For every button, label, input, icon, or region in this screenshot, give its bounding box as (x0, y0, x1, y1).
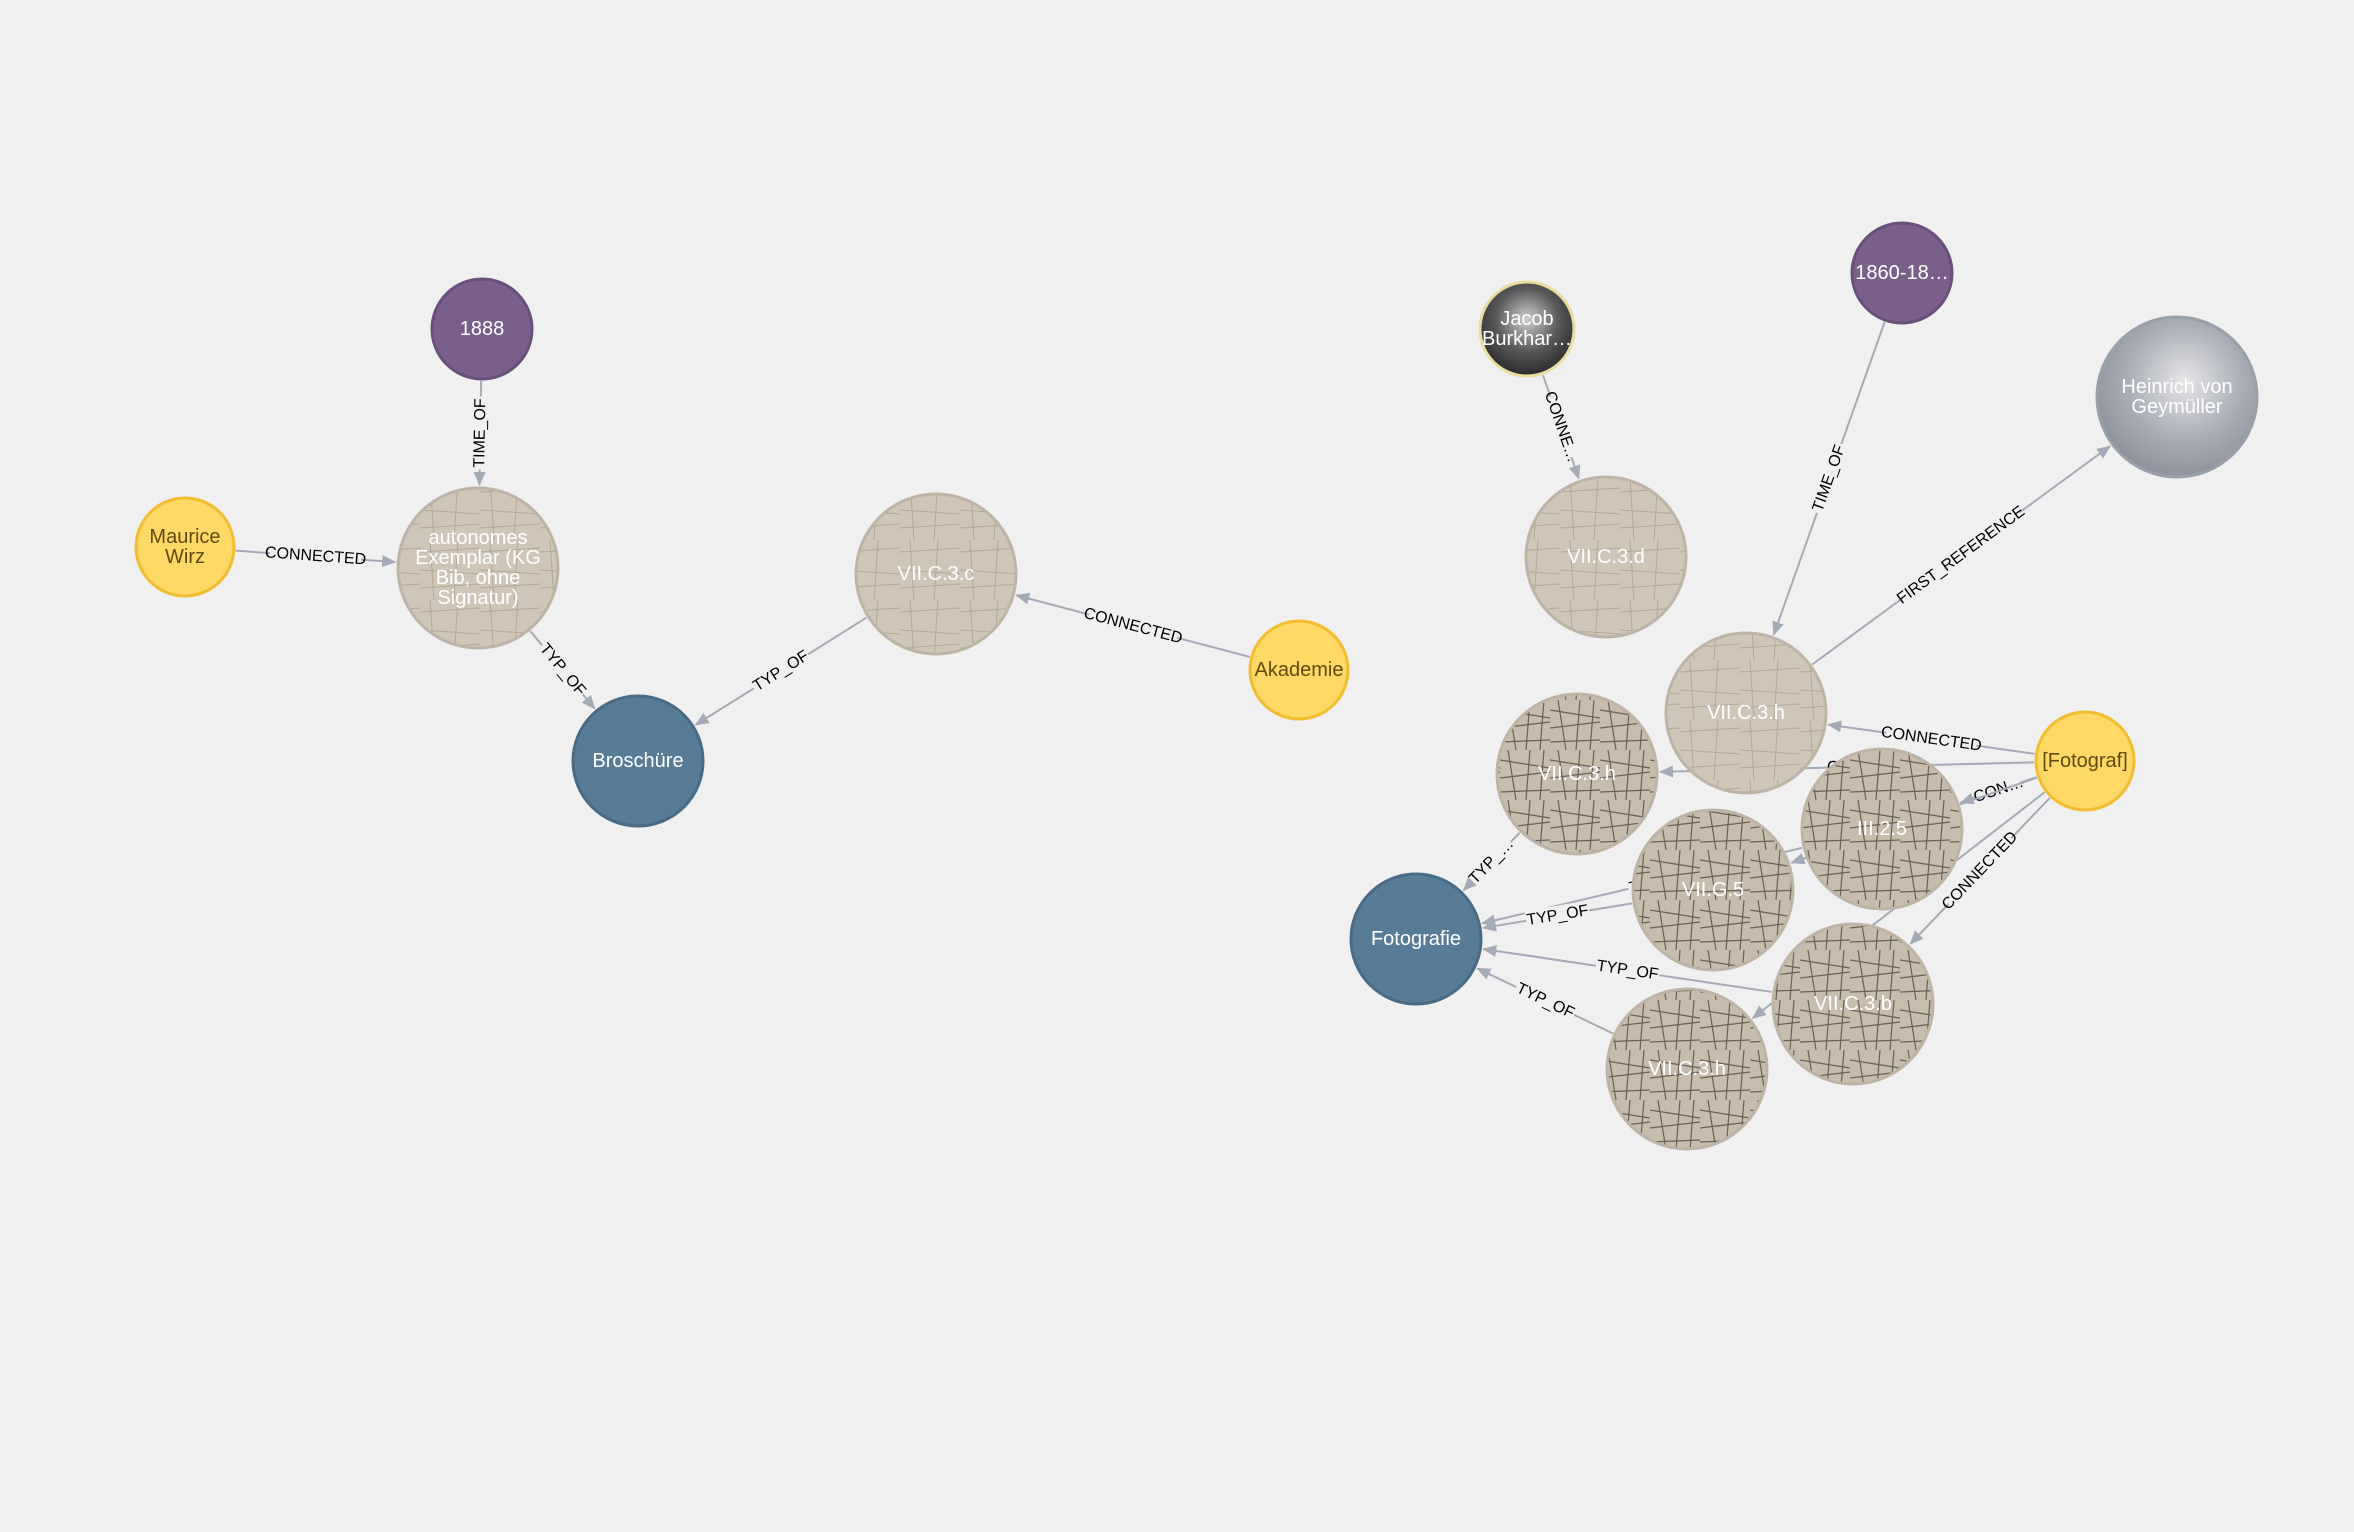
edge-nC3hTop-nGeym[interactable]: FIRST_REFERENCE (1811, 445, 2111, 666)
node-nBrosch[interactable]: Broschüre (571, 694, 705, 828)
node-nC3hLeft[interactable]: VII.C.3.h (1495, 692, 1659, 856)
edge-label: TIME_OF (471, 398, 489, 468)
node-nJacob[interactable]: JacobBurkhar… (1478, 280, 1576, 378)
node-circle[interactable] (1248, 619, 1350, 721)
node-nC3hTop[interactable]: VII.C.3.h (1664, 631, 1828, 795)
edge-n1888-nAuto[interactable]: TIME_OF (469, 380, 491, 487)
node-circle[interactable] (396, 486, 560, 650)
node-circle[interactable] (2095, 315, 2259, 479)
edge-label: CONNECTED (264, 544, 366, 568)
edge-nC3hBot-nFoto[interactable]: TYP_OF (1476, 967, 1614, 1035)
node-nC3b[interactable]: VII.C.3.b (1771, 922, 1935, 1086)
edge-label: TIME_OF (1810, 443, 1849, 514)
node-circle[interactable] (1771, 922, 1935, 1086)
edge-nAuto-nBrosch[interactable]: TYP_OF (529, 630, 596, 710)
edge-label: TYP_OF (750, 647, 812, 695)
node-circle[interactable] (1850, 221, 1954, 325)
node-circle[interactable] (1349, 872, 1483, 1006)
node-n1888[interactable]: 1888 (430, 277, 534, 381)
node-nFotograf[interactable]: [Fotograf] (2034, 710, 2136, 812)
edge-nWirz-nAuto[interactable]: CONNECTED (235, 543, 397, 570)
node-circle[interactable] (1524, 475, 1688, 639)
node-circle[interactable] (1664, 631, 1828, 795)
edge-nAkad-nC3c[interactable]: CONNECTED (1015, 592, 1250, 658)
node-circle[interactable] (854, 492, 1018, 656)
edge-nC3c-nBrosch[interactable]: TYP_OF (694, 616, 868, 726)
node-circle[interactable] (571, 694, 705, 828)
edge-nC3hLeft-nFoto[interactable]: TYP_… (1462, 831, 1521, 892)
node-nG5[interactable]: VII.G.5 (1631, 808, 1795, 972)
node-circle[interactable] (1478, 280, 1576, 378)
node-circle[interactable] (1605, 987, 1769, 1151)
node-circle[interactable] (2034, 710, 2136, 812)
edge-label: TYP_OF (536, 641, 589, 700)
node-nAkad[interactable]: Akademie (1248, 619, 1350, 721)
edge-n1860-nC3hTop[interactable]: TIME_OF (1772, 321, 1886, 636)
edge-label: TYP_… (1466, 836, 1517, 888)
node-circle[interactable] (1495, 692, 1659, 856)
node-nC3d[interactable]: VII.C.3.d (1524, 475, 1688, 639)
node-nC3hBot[interactable]: VII.C.3.h (1605, 987, 1769, 1151)
node-n1860[interactable]: 1860-18… (1850, 221, 1954, 325)
node-nFoto[interactable]: Fotografie (1349, 872, 1483, 1006)
node-circle[interactable] (1631, 808, 1795, 972)
node-circle[interactable] (134, 496, 236, 598)
edge-nJacob-nC3d[interactable]: CONNE… (1539, 374, 1582, 480)
node-circle[interactable] (430, 277, 534, 381)
node-nC3c[interactable]: VII.C.3.c (854, 492, 1018, 656)
edge-label: FIRST_REFERENCE (1894, 503, 2028, 608)
node-circle[interactable] (1800, 747, 1964, 911)
node-nIII25[interactable]: III.2.5 (1800, 747, 1964, 911)
